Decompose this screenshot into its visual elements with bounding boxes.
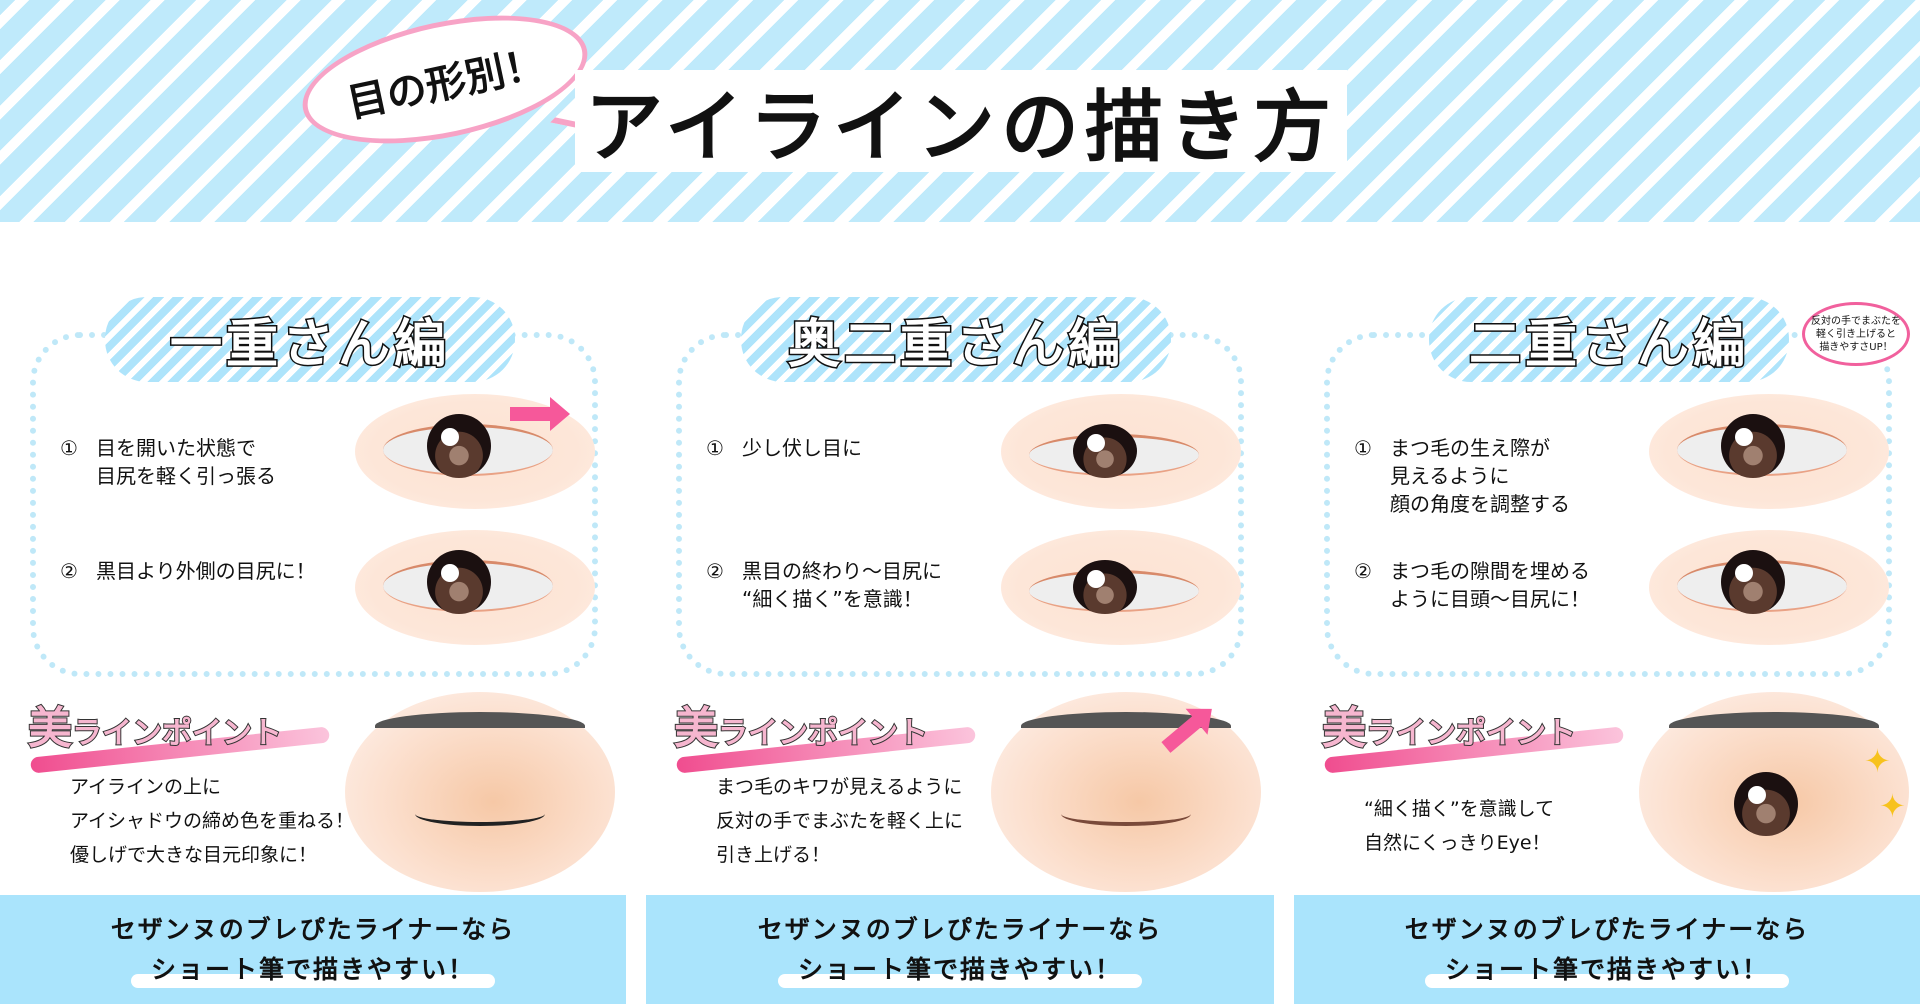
header-stripe-band: 目の形別！ アイラインの描き方 [0,0,1920,222]
section-title-text: 二重さん編 [1467,314,1749,377]
banner-line-1: セザンヌのブレぴたライナーなら [757,914,1163,944]
banner-line-2: ショート筆で描きやすい！ [777,950,1143,990]
point-title: 美ラインポイント [27,692,283,756]
bubble-label: 目の形別！ [343,40,549,127]
banner-line-2-text: ショート筆で描きやすい！ [797,954,1122,984]
section-title: 一重さん編 [105,297,515,382]
step-text: 少し伏し目に [742,436,862,460]
step-text: まつ毛の隙間を埋める ように目頭〜目尻に！ [1390,559,1590,611]
point-text: まつ毛のキワが見えるように 反対の手でまぶたを軽く上に 引き上げる！ [716,776,964,866]
section-title: 奥二重さん編 [741,297,1171,382]
column-double-eyelid: 二重さん編 反対の手でまぶたを 軽く引き上げると 描きやすさUP！ ① まつ毛の… [1294,222,1920,1004]
page-title-text: アイラインの描き方 [584,83,1338,173]
point-title-rest: ラインポイント [1365,715,1577,752]
eye-illustration [355,530,595,645]
point-title-kanji: 美 [27,702,73,755]
step-2: ② 黒目より外側の目尻に！ [60,557,316,585]
point-title: 美ラインポイント [673,692,929,756]
point-title-rest: ラインポイント [717,715,929,752]
point-text: “細く描く”を意識して 自然にくっきりEye！ [1364,798,1555,854]
step-number: ① [60,436,78,460]
arrow-right-icon [510,397,570,431]
step-number: ② [60,559,78,583]
open-eye-illustration [1639,692,1909,892]
sparkle-icon: ✦ [1879,787,1906,825]
step-2: ② 黒目の終わり〜目尻に “細く描く”を意識！ [706,557,942,613]
point-title-rest: ラインポイント [71,715,283,752]
closed-eye-illustration [345,692,615,892]
banner-line-1: セザンヌのブレぴたライナーなら [1404,914,1810,944]
point-title-kanji: 美 [673,702,719,755]
step-number: ② [706,559,724,583]
step-number: ① [706,436,724,460]
eye-illustration [355,394,595,509]
point-text: アイラインの上に アイシャドウの締め色を重ねる！ 優しげで大きな目元印象に！ [70,776,355,866]
point-title: 美ラインポイント [1321,692,1577,756]
step-1: ① まつ毛の生え際が 見えるように 顔の角度を調整する [1354,434,1570,518]
eye-illustration [1649,394,1889,509]
eye-illustration [1001,394,1241,509]
step-1: ① 目を開いた状態で 目尻を軽く引っ張る [60,434,276,490]
step-number: ② [1354,559,1372,583]
step-text: まつ毛の生え際が 見えるように 顔の角度を調整する [1390,436,1570,516]
section-title-text: 一重さん編 [168,314,450,377]
column-single-eyelid: 一重さん編 ① 目を開いた状態で 目尻を軽く引っ張る ② 黒目より外側の目尻に！… [0,222,628,1004]
sparkle-icon: ✦ [1864,742,1891,780]
page-title: アイラインの描き方 [575,70,1347,173]
step-1: ① 少し伏し目に [706,434,862,462]
point-title-kanji: 美 [1321,702,1367,755]
product-banner: セザンヌのブレぴたライナーなら ショート筆で描きやすい！ [0,895,626,1004]
banner-line-2: ショート筆で描きやすい！ [1424,950,1790,990]
tip-callout: 反対の手でまぶたを 軽く引き上げると 描きやすさUP！ [1802,302,1910,366]
banner-line-2-text: ショート筆で描きやすい！ [150,954,475,984]
step-number: ① [1354,436,1372,460]
step-2: ② まつ毛の隙間を埋める ように目頭〜目尻に！ [1354,557,1590,613]
step-text: 目を開いた状態で 目尻を軽く引っ張る [96,436,276,488]
column-hooded-eyelid: 奥二重さん編 ① 少し伏し目に ② 黒目の終わり〜目尻に “細く描く”を意識！ … [646,222,1274,1004]
step-text: 黒目の終わり〜目尻に “細く描く”を意識！ [742,559,942,611]
banner-line-2-text: ショート筆で描きやすい！ [1444,954,1769,984]
banner-line-2: ショート筆で描きやすい！ [130,950,496,990]
eye-illustration [1649,530,1889,645]
banner-line-1: セザンヌのブレぴたライナーなら [110,914,516,944]
step-text: 黒目より外側の目尻に！ [96,559,316,583]
speech-bubble: 目の形別！ [291,0,599,166]
eye-illustration [1001,530,1241,645]
product-banner: セザンヌのブレぴたライナーなら ショート筆で描きやすい！ [1294,895,1920,1004]
section-title: 二重さん編 [1429,297,1789,382]
product-banner: セザンヌのブレぴたライナーなら ショート筆で描きやすい！ [646,895,1274,1004]
section-title-text: 奥二重さん編 [786,314,1124,377]
